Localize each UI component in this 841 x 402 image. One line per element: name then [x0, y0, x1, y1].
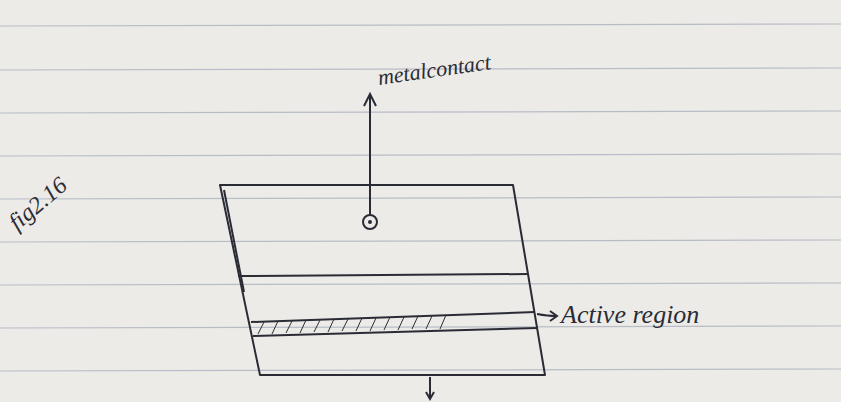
- contact-dot: [368, 220, 372, 224]
- active-hatching: [258, 315, 446, 334]
- figure-number: fig2.16: [4, 172, 73, 236]
- laser-slab: [220, 185, 545, 375]
- leader-arrow: [537, 311, 557, 321]
- part-label: Active region: [561, 301, 699, 330]
- part-label: metalcontact: [376, 50, 492, 90]
- output-arrow: [426, 377, 434, 399]
- contact-arrow: [363, 94, 377, 229]
- ruled-lines: [0, 24, 841, 371]
